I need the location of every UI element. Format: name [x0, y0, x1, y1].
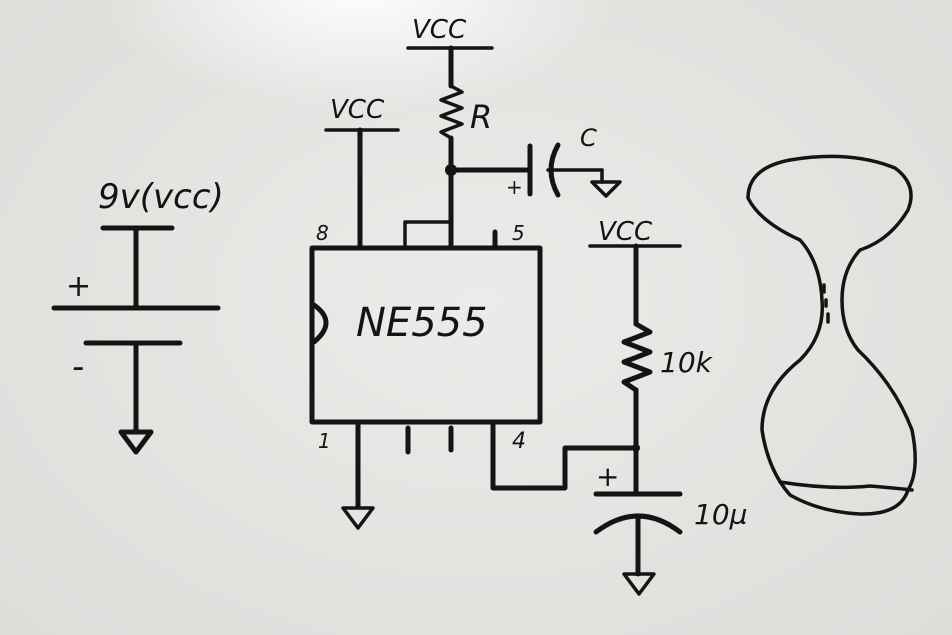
pin-4-label: 4 — [512, 429, 526, 454]
battery-plus: + — [66, 269, 91, 304]
battery-symbol: 9v(vcc) + - — [51, 177, 224, 455]
resistor-10k-label: 10k — [660, 346, 714, 379]
ground-icon — [622, 572, 656, 596]
pin4-wire — [490, 419, 639, 491]
capacitor-c-plus: + — [506, 175, 523, 199]
chip-notch — [311, 302, 329, 345]
chip-name: NE555 — [356, 300, 488, 346]
pin-1-label: 1 — [318, 429, 331, 453]
ground-icon — [118, 429, 154, 455]
pin-8-label: 8 — [316, 221, 329, 245]
chip-vcc-branch: VCC — [324, 95, 400, 251]
capacitor-10u-label: 10µ — [694, 498, 747, 531]
ground-icon — [341, 506, 375, 530]
resistor-r-symbol — [439, 84, 464, 140]
capacitor-10u-plus: + — [596, 460, 619, 493]
pin-5-label: 5 — [512, 221, 525, 245]
resistor-r-label: R — [470, 98, 492, 136]
vcc-top-label: VCC — [412, 15, 467, 45]
junction-dot — [632, 444, 640, 452]
rc-reset-branch: VCC 10k + 10µ — [588, 217, 747, 596]
vcc-chip-label: VCC — [330, 95, 385, 125]
capacitor-c-label: C — [580, 124, 597, 152]
ne555-chip: NE555 8 5 1 4 — [309, 220, 543, 530]
battery-label: 9v(vcc) — [98, 177, 224, 217]
ground-icon — [590, 180, 622, 198]
resistor-10k-symbol — [621, 321, 653, 393]
vcc-right-label: VCC — [598, 217, 653, 247]
hourglass-drawing — [746, 154, 917, 516]
battery-minus: - — [72, 347, 84, 387]
resistor-r-branch: VCC R C + — [406, 15, 622, 249]
